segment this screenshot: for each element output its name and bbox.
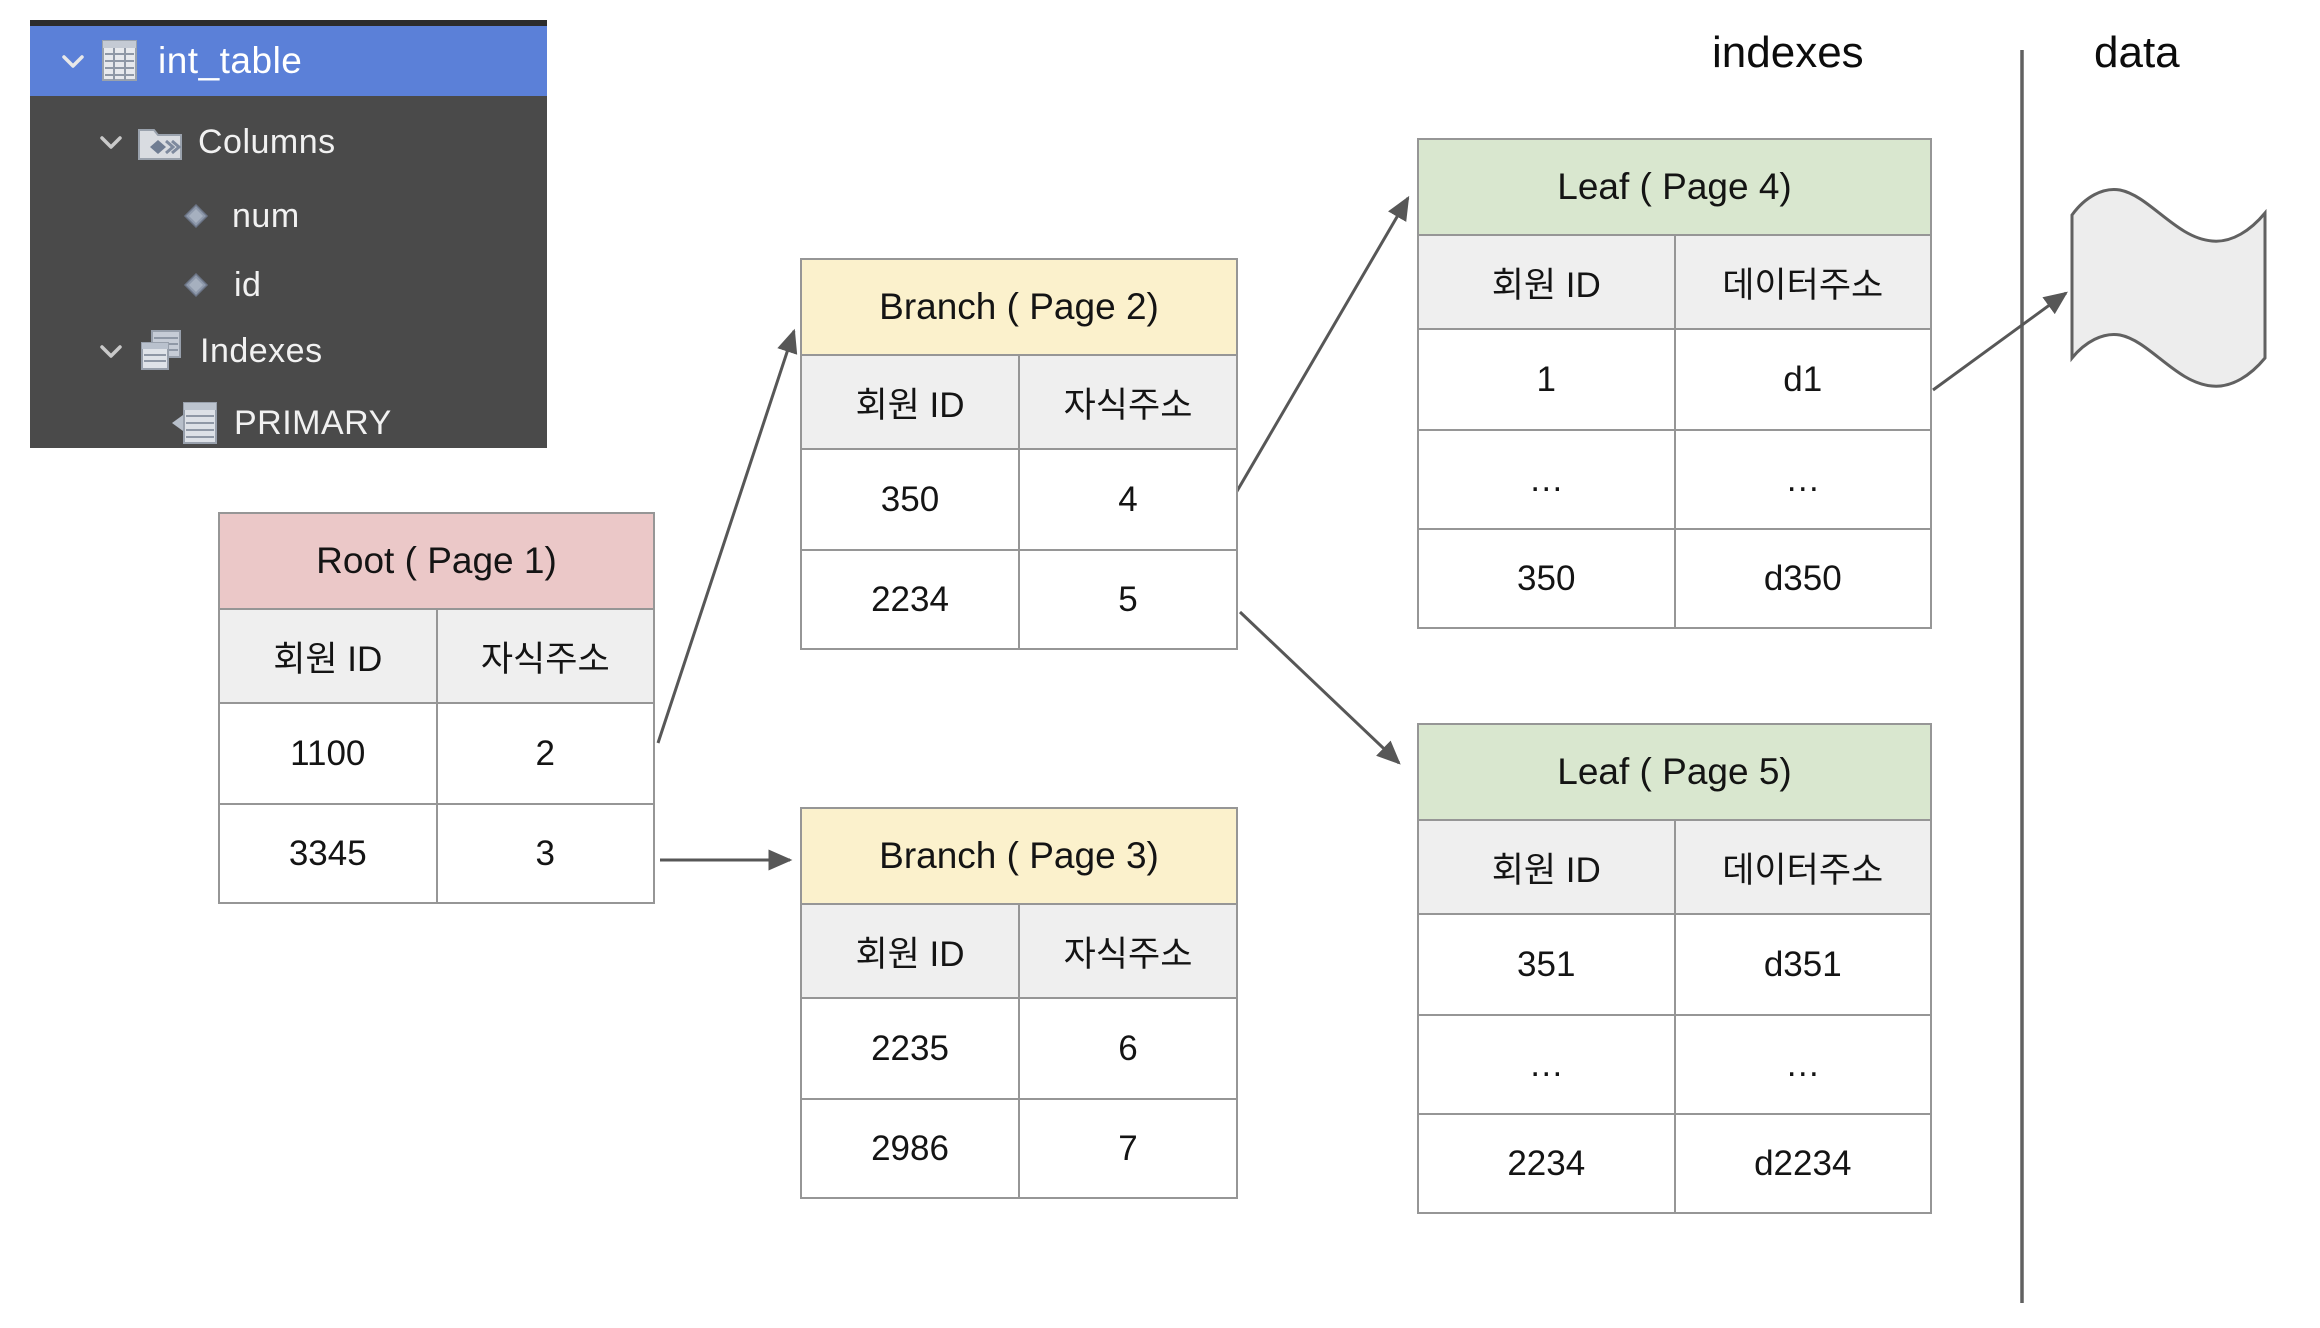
table-row: 350 d350	[1419, 528, 1930, 627]
index-key-icon	[170, 400, 220, 446]
arrow-root-to-branch2	[656, 328, 798, 744]
chevron-down-icon[interactable]	[96, 127, 126, 157]
table-cell: 2235	[802, 999, 1020, 1098]
table-header-row: 회원 ID 자식주소	[802, 905, 1236, 999]
table-title: Branch ( Page 2)	[802, 260, 1236, 356]
column-diamond-icon	[182, 202, 210, 230]
schema-tree-panel: int_table Columns num	[30, 20, 547, 448]
table-title: Leaf ( Page 4)	[1419, 140, 1930, 236]
tree-item-label: PRIMARY	[234, 403, 392, 442]
column-diamond-icon	[182, 271, 210, 299]
table-row: 351 d351	[1419, 915, 1930, 1014]
table-cell: 4	[1118, 479, 1138, 519]
tree-item-indexes[interactable]: Indexes	[30, 318, 547, 384]
column-header: 자식주소	[1063, 385, 1193, 425]
tree-item-label: Columns	[198, 122, 336, 161]
table-row: 1 d1	[1419, 330, 1930, 429]
table-cell: …	[1419, 431, 1676, 528]
table-branch-page3: Branch ( Page 3) 회원 ID 자식주소 2235 6 2986 …	[800, 807, 1238, 1199]
table-header-row: 회원 ID 자식주소	[802, 356, 1236, 450]
table-cell: 5	[1118, 579, 1138, 619]
tree-item-primary[interactable]: PRIMARY	[30, 390, 547, 456]
tree-item-label: num	[232, 196, 300, 235]
table-cell: d350	[1763, 558, 1842, 598]
column-header: 회원 ID	[220, 610, 438, 702]
table-header-row: 회원 ID 데이터주소	[1419, 821, 1930, 915]
arrow-branch2-to-leaf4	[1231, 195, 1410, 499]
table-header-row: 회원 ID 자식주소	[220, 610, 653, 704]
indexes-icon	[136, 328, 184, 374]
tree-item-id[interactable]: id	[30, 252, 547, 318]
data-section-label: data	[2094, 28, 2180, 77]
table-cell: 350	[1419, 530, 1676, 627]
table-row: 2235 6	[802, 999, 1236, 1098]
data-file-shape	[2070, 187, 2267, 388]
table-row: 2234 5	[802, 549, 1236, 648]
table-branch-page2: Branch ( Page 2) 회원 ID 자식주소 350 4 2234 5	[800, 258, 1238, 650]
table-cell: d351	[1763, 944, 1842, 984]
table-root-page1: Root ( Page 1) 회원 ID 자식주소 1100 2 3345 3	[218, 512, 655, 904]
table-row: 350 4	[802, 450, 1236, 549]
chevron-down-icon[interactable]	[96, 336, 126, 366]
table-cell: 2234	[802, 551, 1020, 648]
indexes-section-label: indexes	[1712, 28, 1864, 77]
tree-item-label: int_table	[158, 40, 303, 81]
tree-item-label: id	[234, 265, 262, 304]
table-cell: 7	[1118, 1128, 1138, 1168]
table-row: … …	[1419, 429, 1930, 528]
table-header-row: 회원 ID 데이터주소	[1419, 236, 1930, 330]
table-cell: 1100	[220, 704, 438, 803]
tree-item-num[interactable]: num	[30, 183, 547, 249]
arrow-leaf4-to-data	[1932, 291, 2068, 392]
table-title: Leaf ( Page 5)	[1419, 725, 1930, 821]
table-cell: 351	[1419, 915, 1676, 1014]
table-cell: …	[1785, 459, 1821, 499]
table-row: 3345 3	[220, 803, 653, 902]
table-cell: 2234	[1419, 1115, 1676, 1212]
table-cell: 2986	[802, 1100, 1020, 1197]
tree-item-int-table[interactable]: int_table	[30, 26, 547, 96]
tree-item-columns[interactable]: Columns	[30, 109, 547, 175]
tree-item-label: Indexes	[200, 331, 323, 370]
table-cell: …	[1785, 1044, 1821, 1084]
table-icon	[100, 38, 140, 84]
table-title: Branch ( Page 3)	[802, 809, 1236, 905]
table-row: 2234 d2234	[1419, 1113, 1930, 1212]
table-row: 1100 2	[220, 704, 653, 803]
column-header: 회원 ID	[1419, 821, 1676, 913]
table-cell: 1	[1419, 330, 1676, 429]
table-cell: d2234	[1754, 1143, 1852, 1183]
table-leaf-page5: Leaf ( Page 5) 회원 ID 데이터주소 351 d351 … … …	[1417, 723, 1932, 1214]
table-cell: 2	[535, 733, 555, 773]
column-header: 자식주소	[480, 639, 610, 679]
table-row: … …	[1419, 1014, 1930, 1113]
table-row: 2986 7	[802, 1098, 1236, 1197]
table-cell: 6	[1118, 1028, 1138, 1068]
column-header: 회원 ID	[1419, 236, 1676, 328]
table-cell: 3345	[220, 805, 438, 902]
table-cell: 350	[802, 450, 1020, 549]
panel-top-edge	[30, 20, 547, 26]
columns-folder-icon	[136, 121, 184, 163]
column-header: 데이터주소	[1722, 850, 1884, 890]
column-header: 데이터주소	[1722, 265, 1884, 305]
table-title: Root ( Page 1)	[220, 514, 653, 610]
column-header: 자식주소	[1063, 934, 1193, 974]
chevron-down-icon[interactable]	[58, 46, 88, 76]
arrow-leaf... branch2-to-leaf5	[1238, 610, 1401, 765]
table-leaf-page4: Leaf ( Page 4) 회원 ID 데이터주소 1 d1 … … 350 …	[1417, 138, 1932, 629]
column-header: 회원 ID	[802, 905, 1020, 997]
column-header: 회원 ID	[802, 356, 1020, 448]
table-cell: d1	[1783, 359, 1823, 399]
table-cell: 3	[535, 833, 555, 873]
table-cell: …	[1419, 1016, 1676, 1113]
